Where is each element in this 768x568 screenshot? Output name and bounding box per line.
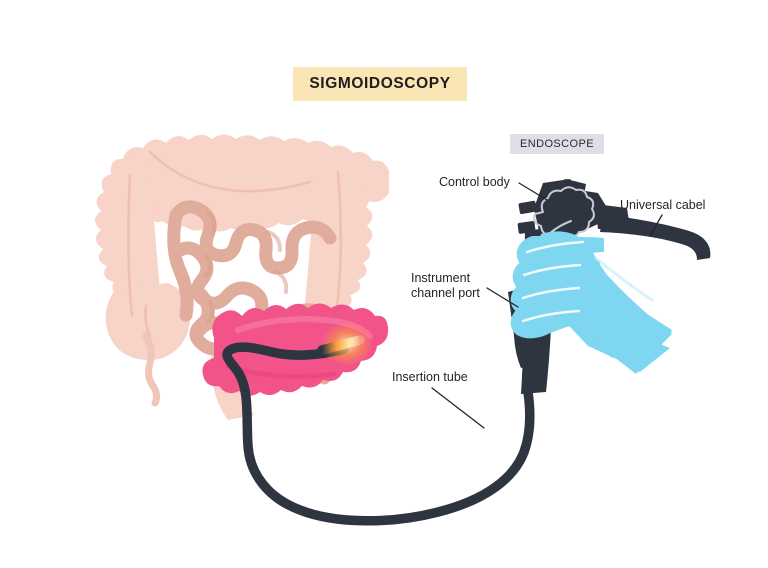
- glove-fingers: [510, 236, 604, 339]
- scope-tip: [317, 335, 365, 355]
- leader-line-channel-port: [486, 287, 519, 308]
- glove-sleeve-highlight: [594, 256, 654, 302]
- ascending-colon: [304, 150, 373, 320]
- leader-lines: [431, 182, 663, 429]
- callout-instrument-channel-port: Instrument channel port: [411, 271, 480, 301]
- gloved-hand-group: [510, 231, 672, 374]
- page-title: SIGMOIDOSCOPY: [309, 75, 451, 92]
- insertion-tube-group: [222, 342, 535, 526]
- callout-insertion-tube: Insertion tube: [392, 370, 468, 384]
- scope-tip-glow-group: [317, 322, 373, 366]
- small-intestine-descent: [167, 208, 194, 322]
- insertion-tube: [222, 342, 535, 526]
- control-button-lower: [517, 221, 536, 234]
- control-button-upper: [518, 200, 537, 214]
- title-banner: SIGMOIDOSCOPY: [293, 67, 467, 101]
- leader-line-insertion-tube: [431, 387, 485, 429]
- callout-instrument-channel-port-line1: Instrument: [411, 271, 471, 285]
- universal-cable: [600, 214, 711, 260]
- glove-finger-4: [510, 304, 598, 339]
- small-intestine-coil-1: [169, 200, 337, 275]
- callout-control-body: Control body: [439, 175, 510, 189]
- leader-line-universal-cable: [649, 214, 663, 237]
- large-intestine-inner-lines: [127, 150, 343, 338]
- leader-line-control-body: [518, 182, 548, 201]
- callout-universal-cable: Universal cabel: [620, 198, 706, 212]
- cecum: [105, 283, 190, 361]
- endoscope-chip-label: ENDOSCOPE: [520, 138, 594, 150]
- control-body-top-knob: [546, 179, 586, 201]
- appendix: [142, 332, 161, 407]
- glove-finger-highlights: [521, 240, 585, 323]
- callout-instrument-channel-port-line2: channel port: [411, 285, 480, 300]
- endoscope-chip: ENDOSCOPE: [510, 134, 604, 154]
- glove-sleeve-panel: [556, 248, 672, 374]
